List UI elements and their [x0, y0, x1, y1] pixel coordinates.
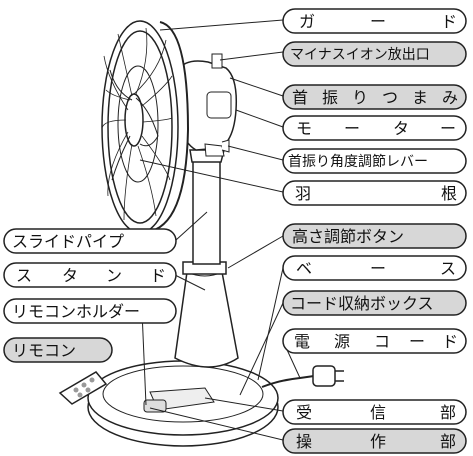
fan-illustration — [58, 20, 344, 447]
label-minus-ion-outlet: マイナスイオン放出口 — [282, 41, 467, 67]
svg-text:ガ: ガ — [299, 12, 315, 31]
svg-text:ま: ま — [412, 88, 428, 107]
fan-slide-pipe — [189, 149, 225, 265]
svg-text:タ: タ — [393, 119, 409, 138]
svg-text:部: 部 — [440, 403, 456, 422]
svg-text:首: 首 — [292, 88, 308, 107]
svg-text:ー: ー — [370, 259, 386, 278]
svg-text:ー: ー — [440, 119, 456, 138]
svg-text:コ: コ — [374, 332, 390, 351]
svg-text:源: 源 — [334, 332, 350, 351]
svg-text:ド: ド — [442, 332, 458, 351]
svg-text:受: 受 — [296, 403, 312, 422]
svg-text:信: 信 — [370, 403, 386, 422]
svg-text:マイナスイオン放出口: マイナスイオン放出口 — [290, 47, 430, 63]
svg-text:ー: ー — [409, 332, 425, 351]
svg-text:ー: ー — [370, 12, 386, 31]
svg-text:電: 電 — [294, 332, 310, 351]
svg-text:タ: タ — [62, 266, 78, 285]
label-cord-storage-box: コード収納ボックス — [282, 290, 467, 316]
label-remote-holder: リモコンホルダー — [3, 298, 177, 324]
svg-text:ス: ス — [440, 259, 456, 278]
label-receiver: 受 信 部 — [282, 399, 467, 425]
svg-text:リモコン: リモコン — [12, 341, 76, 360]
svg-text:操: 操 — [296, 432, 312, 451]
svg-text:り: り — [352, 88, 368, 107]
svg-text:高さ調節ボタン: 高さ調節ボタン — [292, 227, 404, 246]
svg-text:根: 根 — [441, 184, 457, 203]
fan-stand — [174, 261, 239, 368]
svg-text:部: 部 — [440, 432, 456, 451]
fan-base — [87, 360, 279, 447]
svg-text:モ: モ — [296, 119, 312, 138]
label-swing-angle-lever: 首振り角度調節レバー — [282, 148, 467, 174]
svg-text:ン: ン — [106, 266, 122, 285]
label-power-cord: 電 源 コ ー ド — [282, 328, 467, 354]
label-swing-knob: 首 振 り つ ま み — [282, 84, 467, 110]
label-blade: 羽 根 — [282, 180, 467, 206]
label-height-button: 高さ調節ボタン — [282, 223, 467, 249]
svg-text:み: み — [442, 88, 458, 107]
svg-text:羽: 羽 — [295, 184, 311, 203]
label-remote: リモコン — [3, 337, 113, 363]
remote-control-illustration — [58, 371, 108, 405]
label-motor: モ ー タ ー — [282, 115, 467, 141]
fan-guard — [101, 20, 190, 234]
label-slide-pipe: スライドパイプ — [3, 228, 177, 254]
svg-text:コード収納ボックス: コード収納ボックス — [290, 294, 434, 313]
svg-text:振: 振 — [322, 88, 338, 107]
svg-text:ド: ド — [150, 266, 166, 285]
svg-text:首振り角度調節レバー: 首振り角度調節レバー — [288, 153, 428, 170]
svg-text:つ: つ — [382, 88, 398, 107]
label-guard: ガ ー ド — [282, 8, 467, 34]
label-stand: ス タ ン ド — [3, 262, 177, 288]
fan-power-cord — [261, 365, 344, 388]
svg-text:ベ: ベ — [296, 259, 312, 278]
svg-text:リモコンホルダー: リモコンホルダー — [12, 302, 140, 321]
svg-text:ド: ド — [441, 12, 457, 31]
svg-text:ス: ス — [16, 266, 32, 285]
label-base: ベ ー ス — [282, 255, 467, 281]
label-control-panel: 操 作 部 — [282, 428, 467, 454]
svg-text:作: 作 — [370, 432, 386, 451]
svg-text:ー: ー — [344, 119, 360, 138]
svg-text:スライドパイプ: スライドパイプ — [12, 232, 124, 251]
